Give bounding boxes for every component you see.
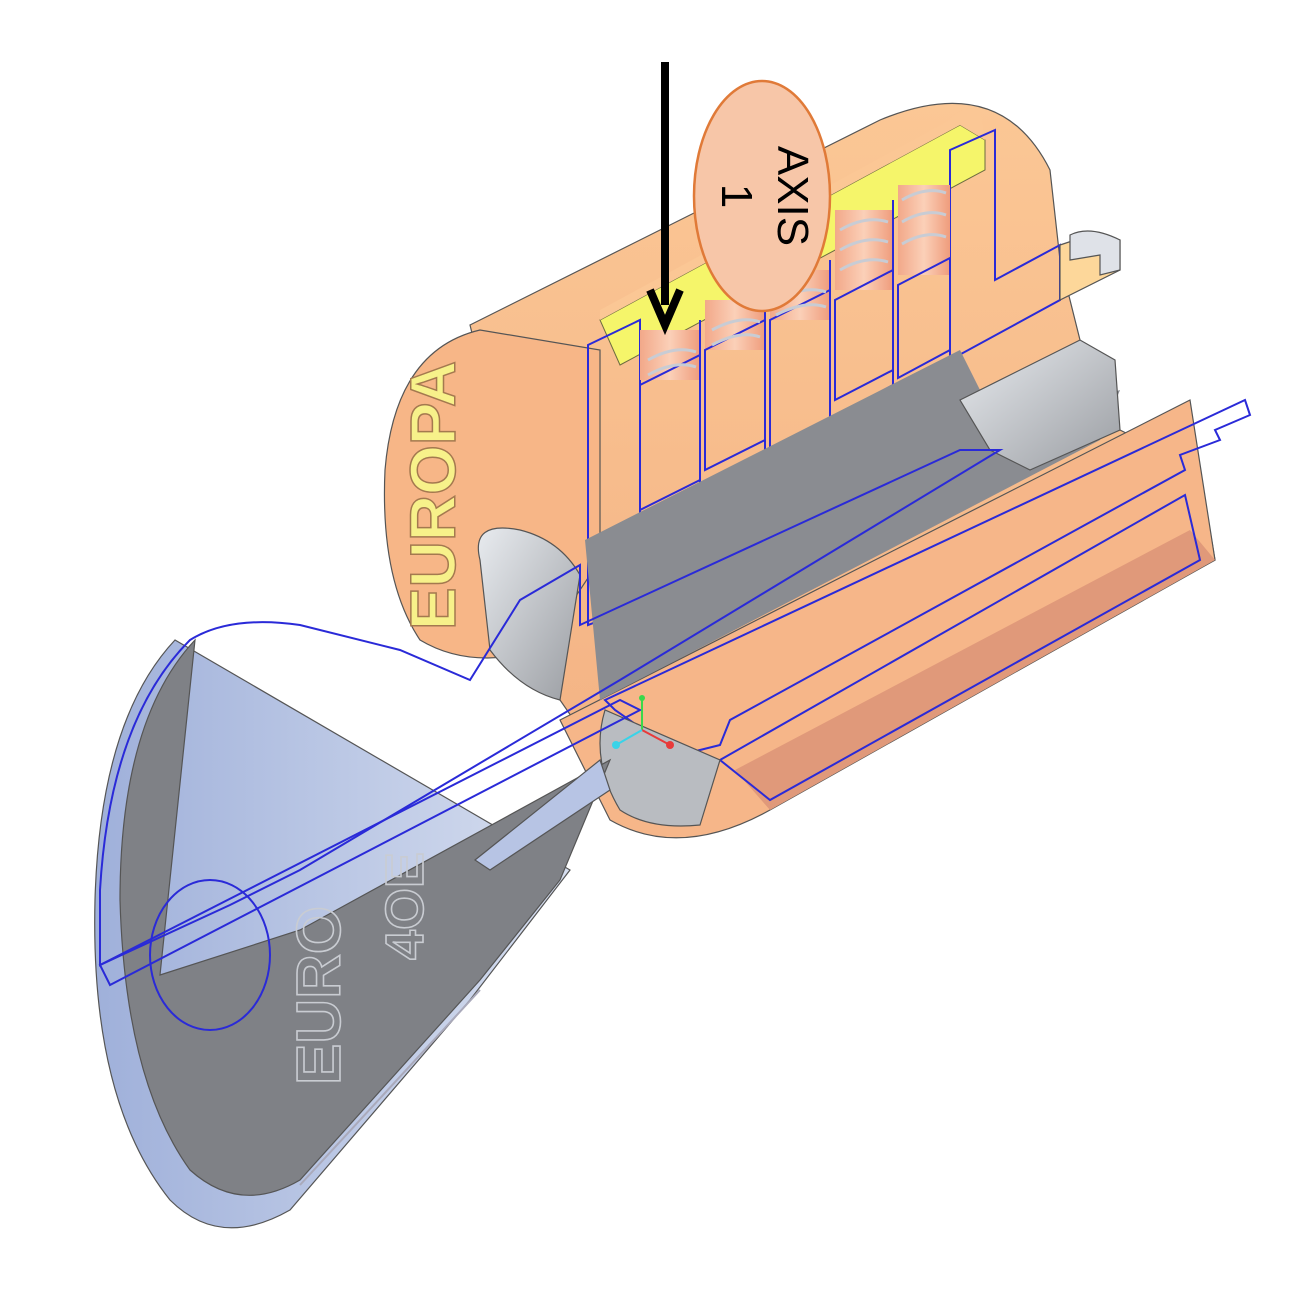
axis-y-marker bbox=[639, 695, 645, 701]
axis-x-marker bbox=[666, 741, 674, 749]
callout-label-axis: AXIS bbox=[768, 146, 817, 246]
arrow-down-icon bbox=[646, 288, 684, 336]
spring-coils bbox=[647, 189, 947, 377]
key-code-engraving: 4OE bbox=[375, 852, 435, 960]
key-hole bbox=[149, 879, 271, 1031]
callout-ellipse bbox=[692, 79, 832, 313]
key-brand-engraving: EURO bbox=[285, 906, 354, 1085]
axis-x-line bbox=[641, 729, 671, 746]
coordinate-triad bbox=[612, 695, 674, 749]
axis-z-marker bbox=[612, 741, 620, 749]
callout-label-number: 1 bbox=[712, 184, 761, 208]
pin-stack-5 bbox=[897, 185, 951, 497]
axis-z-line bbox=[615, 729, 643, 746]
plug bbox=[477, 339, 1252, 827]
arrow-annotation bbox=[646, 62, 684, 336]
key bbox=[94, 449, 1004, 1229]
cylinder-engraving: EUROPA bbox=[397, 361, 469, 630]
axis-callout: AXIS 1 bbox=[692, 79, 832, 313]
